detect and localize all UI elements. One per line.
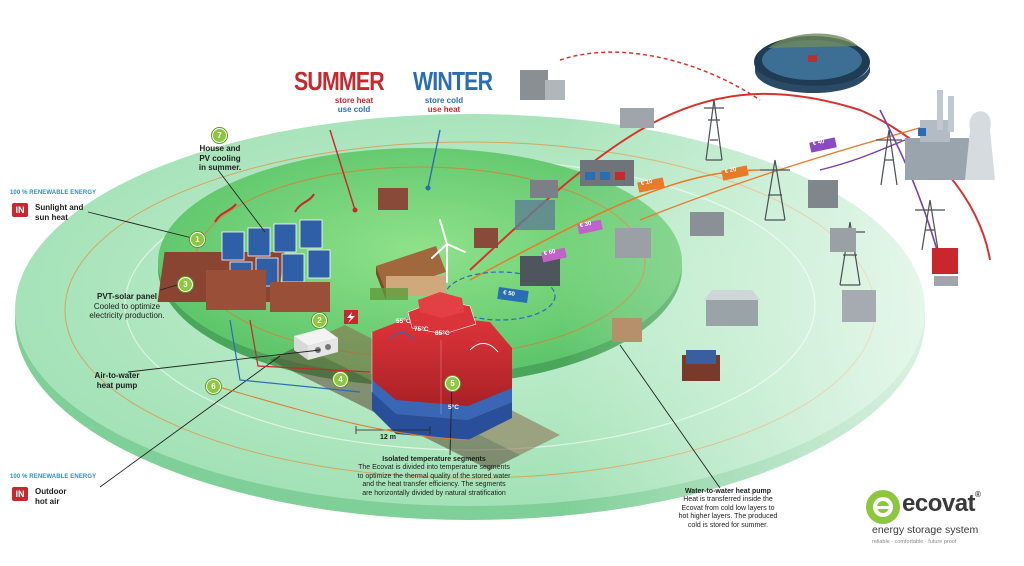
house-line3: in summer. bbox=[198, 163, 242, 173]
input-1-line2: sun heat bbox=[35, 212, 68, 222]
summer-line2: use cold bbox=[337, 105, 371, 115]
blue-pipe bbox=[229, 319, 361, 393]
summer-line1: store heat bbox=[334, 96, 374, 105]
segments-line2: to optimize the thermal quality of the s… bbox=[357, 472, 511, 480]
segments-line3: and the heat transfer efficiency. The se… bbox=[362, 481, 506, 489]
winter-line1: store cold bbox=[424, 96, 464, 105]
red-dash-cable bbox=[559, 51, 761, 101]
ecovat-e-icon bbox=[866, 490, 900, 524]
segments-title: Isolated temperature segments bbox=[382, 456, 486, 463]
tag-5: € 50 bbox=[502, 290, 516, 298]
renewable-label-1: 100 % RENEWABLE ENERGY bbox=[10, 190, 97, 196]
reservoir-hill bbox=[768, 33, 858, 48]
pylon-icon bbox=[704, 99, 945, 286]
ecovat-logo: ecovat® energy storage system reliable ·… bbox=[866, 488, 1016, 558]
leader-lines bbox=[87, 169, 721, 489]
orange-cable-2 bbox=[639, 124, 931, 221]
wind-turbine-icon bbox=[431, 219, 466, 283]
marker-1: 1 bbox=[190, 232, 205, 247]
winter-title: WINTER bbox=[413, 66, 493, 96]
pvt-line1: Cooled to optimize bbox=[93, 301, 161, 311]
heatpump-callout: Air-to-water heat pump bbox=[84, 371, 150, 390]
w2w-callout: Water-to-water heat pump Heat is transfe… bbox=[660, 488, 796, 530]
w2w-title: Water-to-water heat pump bbox=[684, 488, 772, 495]
w2w-line3: hot higher layers. The produced bbox=[678, 513, 778, 521]
heatpump-title: Air-to-water bbox=[94, 371, 140, 380]
ecovat-tank bbox=[371, 292, 512, 440]
house-line2: PV cooling bbox=[199, 153, 241, 163]
red-cable bbox=[469, 92, 991, 271]
input-2-line2: hot air bbox=[35, 496, 60, 506]
red-pipe bbox=[249, 319, 371, 373]
purple-cable-2 bbox=[819, 139, 906, 171]
in-badge-2: IN bbox=[12, 487, 28, 501]
reservoir-base bbox=[755, 65, 870, 94]
marker-5: 5 bbox=[445, 376, 460, 391]
winter-pointer bbox=[427, 129, 441, 189]
heatpump-line1: heat pump bbox=[96, 380, 138, 390]
winter-pointer-dot bbox=[425, 185, 431, 191]
renewable-label-2: 100 % RENEWABLE ENERGY bbox=[10, 474, 97, 480]
brand-registered: ® bbox=[975, 490, 981, 499]
marker-2: 2 bbox=[312, 313, 327, 328]
temp-55: 55°C bbox=[396, 318, 411, 325]
marker-7: 7 bbox=[212, 128, 227, 143]
input-2-line1: Outdoor bbox=[35, 487, 67, 496]
input-1-line1: Sunlight and bbox=[35, 203, 84, 212]
brand-tagline: energy storage system bbox=[872, 524, 979, 536]
input-1-text: Sunlight and sun heat bbox=[35, 203, 83, 222]
segments-callout: Isolated temperature segments The Ecovat… bbox=[338, 456, 530, 498]
pvt-title: PVT-solar panel bbox=[96, 292, 158, 301]
brand-name-text: ecovat bbox=[902, 490, 976, 517]
summer-pointer-dot bbox=[352, 207, 358, 213]
farmhouse bbox=[370, 246, 446, 300]
segments-line1: The Ecovat is divided into temperature s… bbox=[358, 464, 510, 472]
in-badge-1: IN bbox=[12, 203, 28, 217]
house-icon bbox=[378, 70, 958, 381]
pvt-line2: electricity production. bbox=[89, 311, 165, 321]
outer-orange-pipe bbox=[211, 384, 471, 441]
reservoir-marker bbox=[808, 55, 817, 62]
w2w-line4: cold is stored for summer. bbox=[687, 521, 769, 529]
temp-85: 85°C bbox=[435, 330, 450, 337]
summer-pointer bbox=[329, 129, 356, 211]
brand-name: ecovat® bbox=[902, 490, 981, 518]
house-callout: House and PV cooling in summer. bbox=[186, 144, 254, 173]
segments-line4: are horizontally divided by natural stra… bbox=[362, 489, 506, 497]
w2w-line1: Heat is transferred inside the bbox=[683, 496, 773, 504]
marker-4: 4 bbox=[333, 372, 348, 387]
temp-5: 5°C bbox=[448, 404, 459, 411]
w2w-line2: Ecovat from cold low layers to bbox=[681, 504, 775, 512]
summer-title: SUMMER bbox=[294, 66, 385, 96]
lightning-icon bbox=[344, 310, 358, 324]
brand-slogan: reliable · comfortable · future proof bbox=[872, 539, 957, 545]
house-line1: House and bbox=[199, 144, 241, 153]
tank-dimension: 12 m bbox=[380, 434, 396, 441]
temp-75: 75°C bbox=[414, 326, 429, 333]
summer-subtitle: store heat use cold bbox=[326, 96, 382, 114]
factory-icon bbox=[905, 90, 995, 180]
pvt-callout: PVT-solar panel Cooled to optimize elect… bbox=[72, 292, 182, 321]
marker-6: 6 bbox=[206, 379, 221, 394]
marker-3: 3 bbox=[178, 277, 193, 292]
input-2-text: Outdoor hot air bbox=[35, 487, 67, 506]
winter-line2: use heat bbox=[427, 105, 461, 115]
price-tags bbox=[497, 137, 837, 304]
winter-subtitle: store cold use heat bbox=[416, 96, 472, 114]
